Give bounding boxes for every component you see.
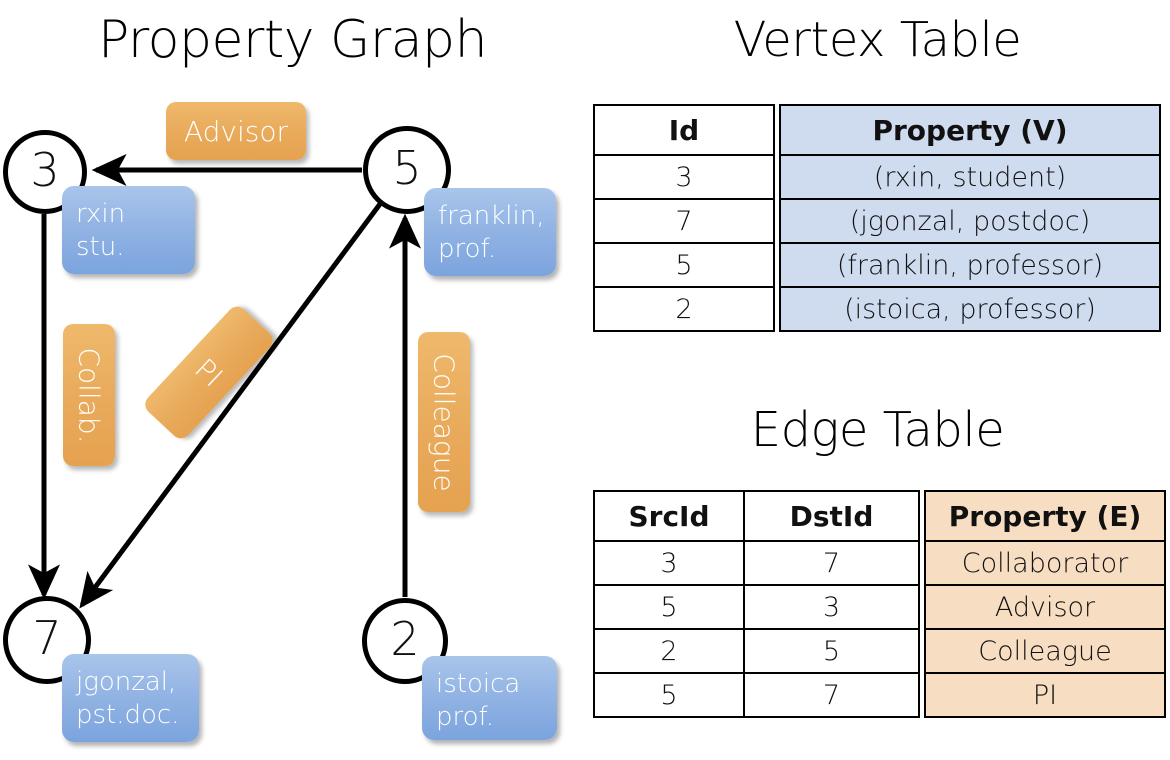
edge-label-collab-text: Collab. (72, 346, 106, 444)
vertex-table-header-id: Id (593, 104, 775, 156)
vertex-property-box-3-line1: rxin (76, 199, 126, 229)
edge-table-column-gap (919, 491, 925, 541)
edge-table-header-dstid: DstId (743, 490, 920, 542)
vertex-node-3-label: 3 (30, 143, 60, 197)
edge-line-pi (79, 202, 383, 609)
edge-row-2-property: Colleague (924, 628, 1166, 674)
edge-table-header-property: Property (E) (924, 490, 1166, 542)
vertex-node-7-label: 7 (32, 611, 62, 665)
edge-row-0-property: Collaborator (924, 540, 1166, 586)
table-row: 7 (jgonzal, postdoc) (593, 198, 1161, 244)
vertex-property-box-7-line1: jgonzal, (76, 667, 177, 697)
vertex-property-box-5: franklin, prof. (424, 188, 556, 276)
property-graph-diagram: 3 rxin stu. 5 franklin, prof. 7 jgonzal,… (3, 102, 557, 742)
vertex-row-2-id: 5 (593, 242, 775, 288)
table-row: 3 7 Collaborator (593, 540, 1166, 586)
vertex-property-box-7: jgonzal, pst.doc. (62, 654, 199, 742)
edge-row-1-srcid: 5 (593, 584, 745, 630)
edge-row-3-property: PI (924, 672, 1166, 718)
table-row: 5 7 PI (593, 672, 1166, 718)
vertex-table-header-property: Property (V) (779, 104, 1161, 156)
vertex-property-box-7-line2: pst.doc. (76, 700, 180, 730)
vertex-row-2-property: (franklin, professor) (779, 242, 1161, 288)
page-title-vertex-table: Vertex Table (733, 12, 1022, 68)
vertex-property-box-2-line1: istoica (436, 669, 521, 699)
page-title-edge-table: Edge Table (750, 402, 1005, 458)
vertex-row-1-gap (774, 199, 780, 243)
edge-row-2-gap (919, 629, 925, 673)
vertex-row-3-property: (istoica, professor) (779, 286, 1161, 332)
vertex-table-column-gap (774, 105, 780, 155)
edge-row-1-dstid: 3 (743, 584, 920, 630)
vertex-property-box-2: istoica prof. (422, 656, 557, 740)
edge-row-3-gap (919, 673, 925, 717)
vertex-property-box-3-line2: stu. (76, 232, 125, 262)
edge-label-colleague-text: Colleague (427, 352, 461, 492)
graph-edge-lines (27, 153, 422, 609)
vertex-row-3-gap (774, 287, 780, 331)
vertex-row-1-property: (jgonzal, postdoc) (779, 198, 1161, 244)
vertex-node-5[interactable]: 5 (363, 126, 451, 214)
edge-row-2-srcid: 2 (593, 628, 745, 674)
vertex-property-box-3: rxin stu. (62, 186, 195, 274)
vertex-row-1-id: 7 (593, 198, 775, 244)
vertex-row-0-property: (rxin, student) (779, 154, 1161, 200)
vertex-property-box-2-line2: prof. (436, 702, 495, 732)
edge-label-colleague: Colleague (418, 332, 470, 512)
edge-label-collab: Collab. (63, 324, 115, 466)
edge-table: SrcId DstId Property (E) 3 7 Collaborato… (593, 490, 1166, 718)
edge-row-0-dstid: 7 (743, 540, 920, 586)
edge-row-1-property: Advisor (924, 584, 1166, 630)
vertex-property-box-5-line1: franklin, (438, 201, 545, 231)
vertex-property-box-5-line2: prof. (438, 234, 497, 264)
page-title-property-graph: Property Graph (97, 10, 488, 70)
edge-row-2-dstid: 5 (743, 628, 920, 674)
table-row: 2 5 Colleague (593, 628, 1166, 674)
edge-label-pi-text: PI (188, 351, 230, 394)
edge-row-1-gap (919, 585, 925, 629)
edge-table-header-srcid: SrcId (593, 490, 745, 542)
edge-label-advisor: Advisor (166, 102, 306, 160)
table-row: 2 (istoica, professor) (593, 286, 1161, 332)
vertex-table: Id Property (V) 3 (rxin, student) 7 (jgo… (593, 104, 1161, 332)
edge-row-3-srcid: 5 (593, 672, 745, 718)
edge-row-0-srcid: 3 (593, 540, 745, 586)
table-row: 3 (rxin, student) (593, 154, 1161, 200)
vertex-row-3-id: 2 (593, 286, 775, 332)
vertex-node-2[interactable]: 2 (362, 598, 448, 684)
edge-label-advisor-text: Advisor (183, 114, 288, 148)
vertex-row-2-gap (774, 243, 780, 287)
vertex-row-0-id: 3 (593, 154, 775, 200)
vertex-row-0-gap (774, 155, 780, 199)
vertex-table-header-row: Id Property (V) (593, 104, 1161, 156)
edge-table-header-row: SrcId DstId Property (E) (593, 490, 1166, 542)
table-row: 5 (franklin, professor) (593, 242, 1161, 288)
table-row: 5 3 Advisor (593, 584, 1166, 630)
edge-row-0-gap (919, 541, 925, 585)
vertex-node-5-label: 5 (392, 141, 422, 195)
edge-row-3-dstid: 7 (743, 672, 920, 718)
vertex-node-2-label: 2 (390, 612, 420, 666)
